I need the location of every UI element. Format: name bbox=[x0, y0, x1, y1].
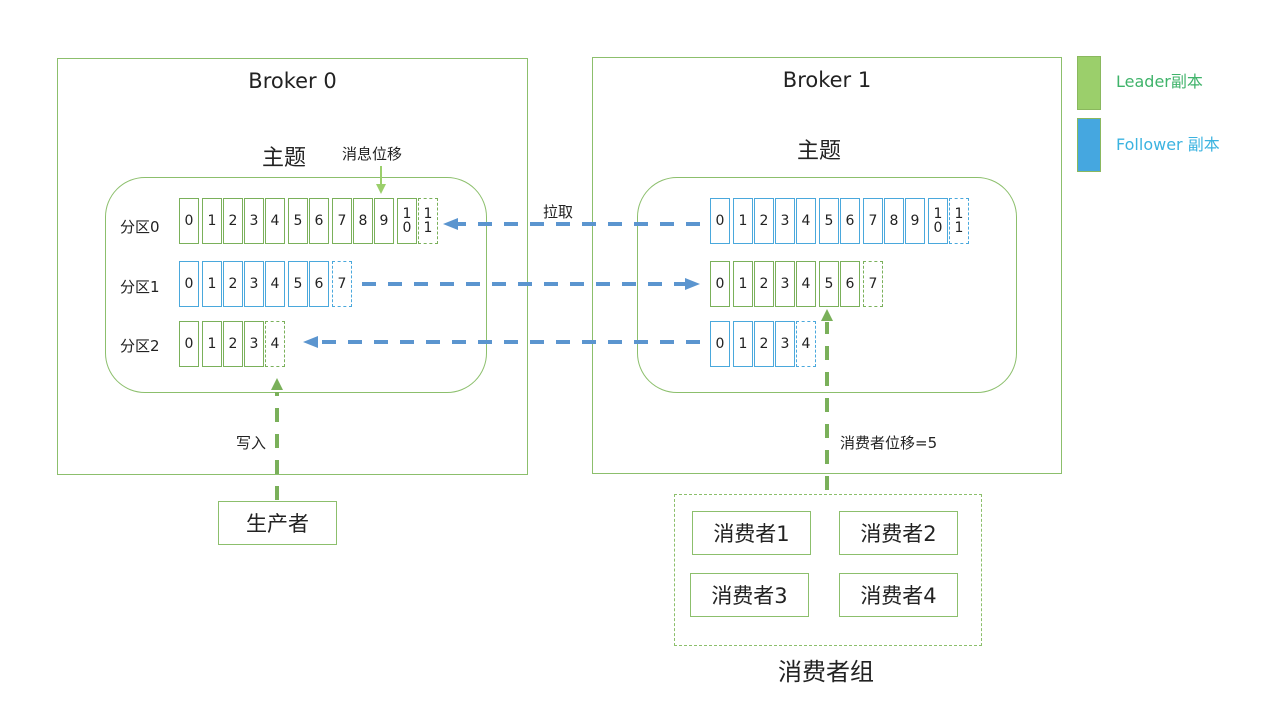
broker-1-partition-0-offset-cell: 1 bbox=[733, 198, 753, 244]
legend-leader-swatch bbox=[1077, 56, 1101, 110]
broker-1-partition-0-offset-cell: 6 bbox=[840, 198, 860, 244]
broker-1-partition-2-offset-cell: 4 bbox=[796, 321, 816, 367]
consumer-3-box[interactable]: 消费者3 bbox=[690, 573, 809, 617]
pull-arrow-partition-0 bbox=[443, 218, 700, 230]
broker-0-partition-0-offset-cell: 5 bbox=[288, 198, 308, 244]
producer-box[interactable]: 生产者 bbox=[218, 501, 337, 545]
broker-0-partition-1-offset-cell: 6 bbox=[309, 261, 329, 307]
broker-0-partition-2-offset-cell: 2 bbox=[223, 321, 243, 367]
pull-arrow-partition-1 bbox=[362, 278, 700, 290]
consumer-offset-label: 消费者位移=5 bbox=[840, 434, 938, 452]
broker-0-partition-1-offset-cell: 1 bbox=[202, 261, 222, 307]
broker-0-partition-2-name: 分区2 bbox=[120, 337, 160, 355]
broker-1-partition-0-offset-cell: 4 bbox=[796, 198, 816, 244]
broker-0-partition-0-offset-cell: 2 bbox=[223, 198, 243, 244]
broker-0-partition-0-offset-cell: 4 bbox=[265, 198, 285, 244]
producer-label: 生产者 bbox=[246, 512, 309, 536]
legend-leader-label: Leader副本 bbox=[1116, 72, 1203, 91]
legend-follower-label: Follower 副本 bbox=[1116, 135, 1220, 154]
broker-1-topic-title: 主题 bbox=[797, 139, 842, 164]
broker-0-partition-1-offset-cell: 0 bbox=[179, 261, 199, 307]
broker-1-partition-0-offset-cell: 1 0 bbox=[928, 198, 948, 244]
legend-follower-swatch bbox=[1077, 118, 1101, 172]
broker-0-partition-0-offset-cell: 1 bbox=[202, 198, 222, 244]
broker-1-partition-0-offset-cell: 0 bbox=[710, 198, 730, 244]
broker-0-partition-0-offset-cell: 1 0 bbox=[397, 198, 417, 244]
write-label: 写入 bbox=[236, 434, 267, 452]
broker-0-partition-1-offset-cell: 3 bbox=[244, 261, 264, 307]
consumer-1-label: 消费者1 bbox=[713, 522, 790, 546]
consumer-1-box[interactable]: 消费者1 bbox=[692, 511, 811, 555]
broker-1-partition-1-offset-cell: 2 bbox=[754, 261, 774, 307]
broker-0-partition-1-name: 分区1 bbox=[120, 278, 160, 296]
broker-1-title: Broker 1 bbox=[782, 68, 872, 92]
broker-1-partition-1-offset-cell: 0 bbox=[710, 261, 730, 307]
broker-1-partition-1-offset-cell: 5 bbox=[819, 261, 839, 307]
consumer-4-label: 消费者4 bbox=[860, 584, 937, 608]
consumer-3-label: 消费者3 bbox=[711, 584, 788, 608]
consumer-2-label: 消费者2 bbox=[860, 522, 937, 546]
broker-0-partition-0-offset-cell: 9 bbox=[374, 198, 394, 244]
broker-0-partition-0-offset-cell: 8 bbox=[353, 198, 373, 244]
broker-1-partition-2-offset-cell: 0 bbox=[710, 321, 730, 367]
broker-1-partition-1-offset-cell: 1 bbox=[733, 261, 753, 307]
broker-0-partition-0-offset-cell: 1 1 bbox=[418, 198, 438, 244]
broker-1-partition-2-offset-cell: 2 bbox=[754, 321, 774, 367]
broker-1-partition-0-offset-cell: 5 bbox=[819, 198, 839, 244]
broker-0-partition-1-offset-cell: 2 bbox=[223, 261, 243, 307]
broker-1-partition-0-offset-cell: 8 bbox=[884, 198, 904, 244]
message-offset-label: 消息位移 bbox=[342, 145, 403, 163]
broker-0-partition-2-offset-cell: 3 bbox=[244, 321, 264, 367]
broker-0-partition-0-offset-cell: 3 bbox=[244, 198, 264, 244]
broker-1-partition-0-offset-cell: 7 bbox=[863, 198, 883, 244]
broker-1-partition-1-offset-cell: 3 bbox=[775, 261, 795, 307]
broker-0-partition-1-offset-cell: 4 bbox=[265, 261, 285, 307]
broker-0-partition-2-offset-cell: 0 bbox=[179, 321, 199, 367]
broker-1-partition-0-offset-cell: 3 bbox=[775, 198, 795, 244]
broker-0-partition-2-offset-cell: 1 bbox=[202, 321, 222, 367]
broker-0-partition-0-offset-cell: 6 bbox=[309, 198, 329, 244]
consumer-offset-arrow bbox=[821, 309, 833, 490]
pull-arrow-partition-2 bbox=[303, 336, 700, 348]
consumer-group-label: 消费者组 bbox=[778, 658, 874, 686]
broker-1-topic-box bbox=[637, 177, 1017, 393]
broker-1-partition-0-offset-cell: 1 1 bbox=[949, 198, 969, 244]
broker-0-topic-box bbox=[105, 177, 487, 393]
consumer-2-box[interactable]: 消费者2 bbox=[839, 511, 958, 555]
broker-0: Broker 0 bbox=[57, 58, 528, 475]
message-offset-arrow bbox=[376, 166, 386, 194]
consumer-group-box bbox=[674, 494, 982, 646]
write-arrow bbox=[271, 378, 283, 500]
broker-1-partition-0-offset-cell: 9 bbox=[905, 198, 925, 244]
broker-0-partition-1-offset-cell: 7 bbox=[332, 261, 352, 307]
broker-1-partition-1-offset-cell: 4 bbox=[796, 261, 816, 307]
broker-0-topic-title: 主题 bbox=[262, 146, 307, 171]
broker-0-partition-0-name: 分区0 bbox=[120, 218, 160, 236]
broker-1-partition-0-offset-cell: 2 bbox=[754, 198, 774, 244]
broker-0-partition-0-offset-cell: 0 bbox=[179, 198, 199, 244]
pull-label: 拉取 bbox=[543, 203, 574, 221]
broker-1-partition-1-offset-cell: 6 bbox=[840, 261, 860, 307]
broker-1-partition-1-offset-cell: 7 bbox=[863, 261, 883, 307]
consumer-4-box[interactable]: 消费者4 bbox=[839, 573, 958, 617]
broker-0-partition-2-offset-cell: 4 bbox=[265, 321, 285, 367]
broker-0-title: Broker 0 bbox=[248, 69, 337, 93]
broker-1-partition-2-offset-cell: 3 bbox=[775, 321, 795, 367]
broker-0-partition-0-offset-cell: 7 bbox=[332, 198, 352, 244]
broker-0-partition-1-offset-cell: 5 bbox=[288, 261, 308, 307]
broker-1-partition-2-offset-cell: 1 bbox=[733, 321, 753, 367]
